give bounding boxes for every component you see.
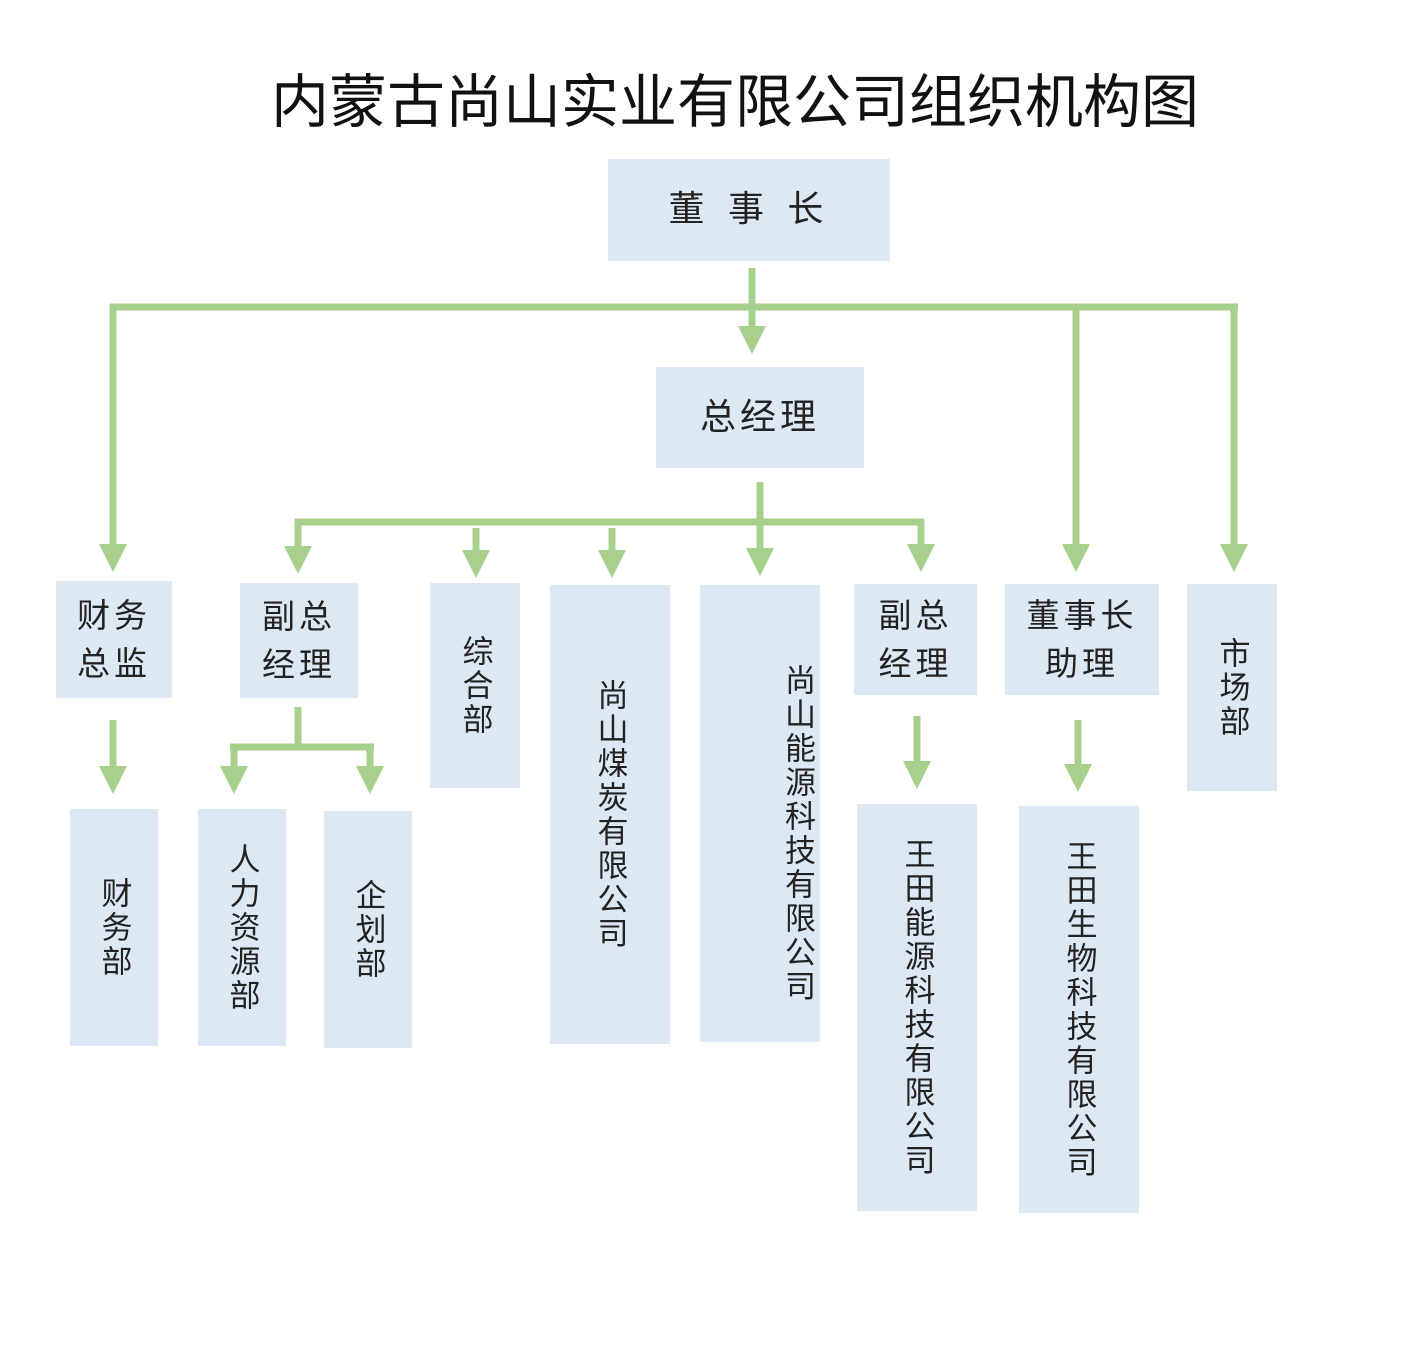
- node-label: 财务部: [95, 876, 132, 979]
- node-energy-tech-company: 尚山能源科技有限公司: [700, 585, 820, 1042]
- node-label: 副总: [262, 596, 336, 636]
- node-general-manager: 总经理: [656, 367, 864, 468]
- node-coal-company: 尚山煤炭有限公司: [550, 585, 670, 1044]
- node-label: 董事长: [1026, 595, 1138, 635]
- node-label: 副总: [878, 595, 953, 635]
- node-label: 王田生物科技有限公司: [1060, 839, 1097, 1180]
- node-wangtian-bio: 王田生物科技有限公司: [1019, 806, 1139, 1213]
- node-label: 总监: [77, 643, 151, 683]
- node-cfo: 财务总监: [56, 581, 172, 698]
- node-vice-gm-1: 副总经理: [240, 583, 358, 698]
- node-label: 尚山煤炭有限公司: [591, 678, 628, 951]
- node-chairman-assistant: 董事长助理: [1005, 584, 1159, 695]
- node-label: 企划部: [349, 878, 386, 981]
- node-label: 王田能源科技有限公司: [898, 837, 935, 1178]
- node-label: 经理: [262, 644, 336, 684]
- node-general-dept: 综合部: [430, 583, 520, 788]
- node-label: 尚山能源科技有限公司: [779, 663, 815, 1004]
- node-planning-dept: 企划部: [324, 811, 412, 1048]
- node-finance-dept: 财务部: [70, 809, 158, 1046]
- node-hr-dept: 人力资源部: [198, 809, 286, 1046]
- node-label: 财务: [77, 595, 151, 635]
- node-label: 助理: [1045, 643, 1119, 683]
- node-market-dept: 市场部: [1187, 584, 1277, 791]
- node-chairman: 董 事 长: [608, 159, 890, 261]
- node-label: 董 事 长: [668, 189, 830, 230]
- node-label: 经理: [878, 643, 953, 683]
- node-label: 人力资源部: [223, 842, 260, 1013]
- node-label: 总经理: [699, 396, 820, 438]
- node-wangtian-energy: 王田能源科技有限公司: [857, 804, 977, 1211]
- node-vice-gm-2: 副总经理: [854, 584, 977, 695]
- chart-title: 内蒙古尚山实业有限公司组织机构图: [270, 68, 1199, 136]
- node-label: 综合部: [456, 634, 493, 737]
- node-label: 市场部: [1213, 636, 1250, 739]
